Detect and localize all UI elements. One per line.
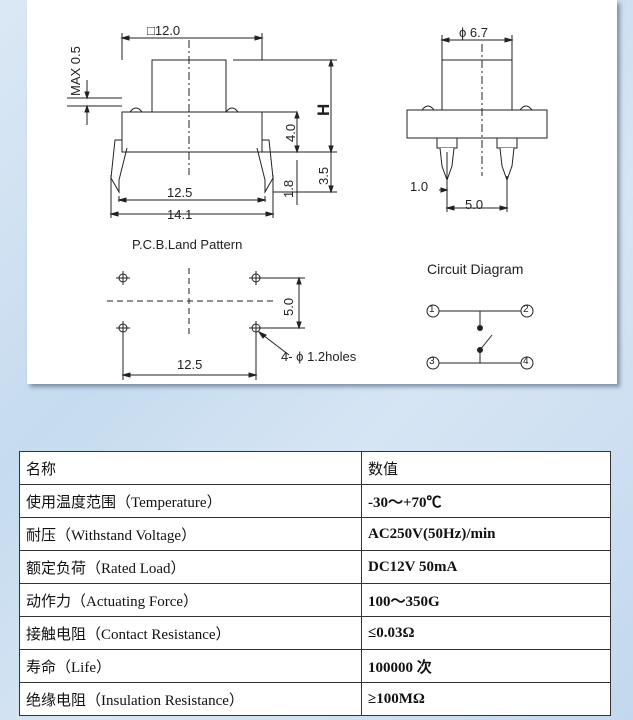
dim-1-0-label: 1.0 (410, 179, 429, 194)
table-header-row: 名称 数值 (19, 451, 611, 485)
dim-3-5-label: 3.5 (316, 166, 331, 185)
pin-3-label: 3 (429, 356, 435, 367)
row-name: 寿命（Life） (19, 649, 362, 683)
technical-drawing: □12.0 MAX 0.5 4.0 H 3.5 1.8 12.5 14.1 ϕ … (27, 0, 617, 384)
table-row: 使用温度范围（Temperature） -30～+70℃ (19, 484, 611, 518)
pcb-title: P.C.B.Land Pattern (132, 237, 243, 252)
pin-1-label: 1 (429, 304, 435, 315)
table-row: 动作力（Actuating Force） 100～350G (19, 583, 611, 617)
table-row: 耐压（Withstand Voltage） AC250V(50Hz)/min (19, 517, 611, 551)
row-name: 动作力（Actuating Force） (19, 583, 362, 617)
table-row: 额定负荷（Rated Load） DC12V 50mA (19, 550, 611, 584)
dim-14-1-label: 14.1 (167, 207, 193, 222)
dim-1-8-label: 1.8 (281, 179, 296, 198)
circuit-title: Circuit Diagram (427, 261, 524, 277)
row-value: ≥100MΩ (361, 682, 611, 716)
row-value: -30～+70℃ (361, 484, 611, 518)
header-name: 名称 (19, 451, 362, 485)
row-name: 额定负荷（Rated Load） (19, 550, 362, 584)
table-row: 接触电阻（Contact Resistance） ≤0.03Ω (19, 616, 611, 650)
dim-phi-label: ϕ 6.7 (459, 25, 488, 40)
dim-width-label: □12.0 (147, 23, 181, 38)
dim-max-label: MAX 0.5 (68, 46, 83, 96)
pin-2-label: 2 (523, 304, 529, 315)
row-name: 使用温度范围（Temperature） (19, 484, 362, 518)
spec-table: 名称 数值 使用温度范围（Temperature） -30～+70℃ 耐压（Wi… (19, 451, 611, 716)
row-value: 100000 次 (361, 649, 611, 683)
table-row: 寿命（Life） 100000 次 (19, 649, 611, 683)
pcb-5-0-label: 5.0 (281, 297, 296, 316)
table-row: 绝缘电阻（Insulation Resistance） ≥100MΩ (19, 682, 611, 716)
pcb-12-5-label: 12.5 (177, 357, 203, 372)
row-value: DC12V 50mA (361, 550, 611, 584)
pcb-holes-label: 4- ϕ 1.2holes (281, 349, 357, 364)
dim-h-label: H (314, 103, 333, 116)
dim-5-0-side-label: 5.0 (465, 197, 484, 212)
row-value: 100～350G (361, 583, 611, 617)
drawing-lines (67, 33, 548, 380)
row-name: 耐压（Withstand Voltage） (19, 517, 362, 551)
row-name: 接触电阻（Contact Resistance） (19, 616, 362, 650)
pin-4-label: 4 (523, 356, 529, 367)
dim-4-label: 4.0 (283, 123, 298, 142)
dim-12-5-label: 12.5 (167, 185, 193, 200)
header-value: 数值 (361, 451, 611, 485)
row-value: AC250V(50Hz)/min (361, 517, 611, 551)
row-name: 绝缘电阻（Insulation Resistance） (19, 682, 362, 716)
row-value: ≤0.03Ω (361, 616, 611, 650)
